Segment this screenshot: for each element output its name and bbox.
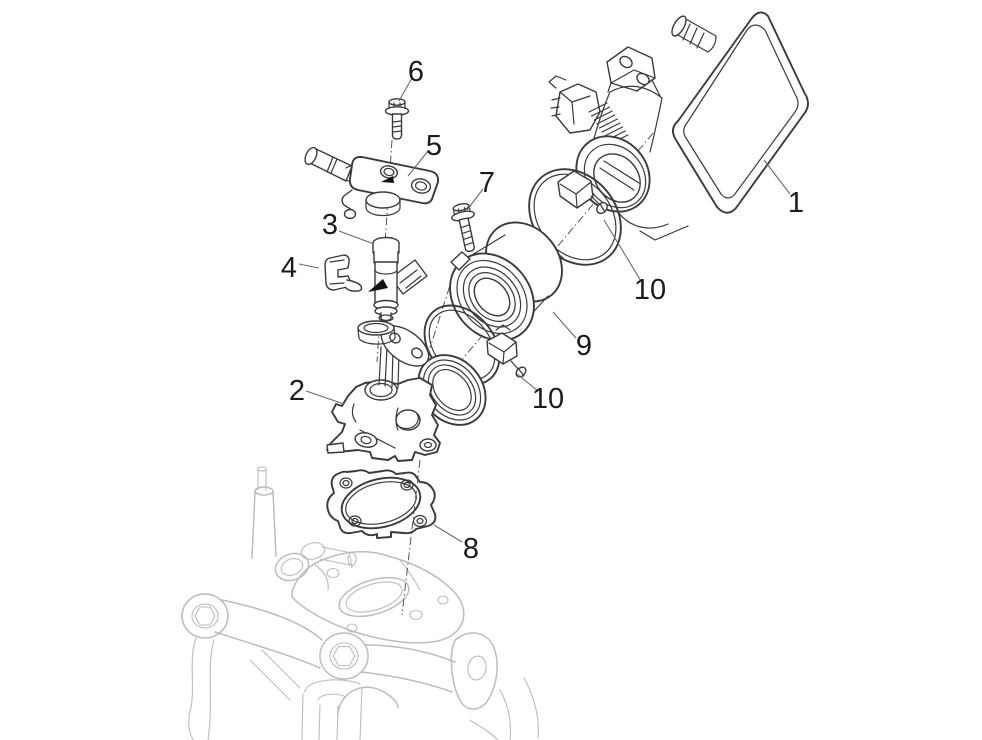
callout-6-label: 6 <box>408 56 424 88</box>
part-3-fuel-injector <box>368 236 428 322</box>
callout-9: 9 <box>552 311 592 362</box>
part-1-throttle-body <box>548 11 809 241</box>
callout-3-label: 3 <box>322 209 338 241</box>
engine-block-reference <box>181 466 539 740</box>
orientation-arrow <box>381 176 394 183</box>
part-2-intake-manifold <box>326 320 487 462</box>
callout-10-lower-label: 10 <box>532 383 564 415</box>
callout-4: 4 <box>281 252 320 284</box>
callout-7-label: 7 <box>479 167 495 199</box>
part-6-screw <box>384 98 410 140</box>
callout-5-label: 5 <box>426 130 442 162</box>
callout-10-lower: 10 <box>516 373 564 415</box>
orientation-arrow <box>368 279 388 292</box>
callout-2-label: 2 <box>289 375 305 407</box>
throttle-cover <box>672 11 809 214</box>
callout-8-label: 8 <box>463 533 479 565</box>
callout-2: 2 <box>289 375 345 407</box>
callout-1-label: 1 <box>788 187 804 219</box>
callout-1: 1 <box>763 159 804 219</box>
part-9-intake-joint <box>449 221 563 342</box>
callout-10-upper-label: 10 <box>634 274 666 306</box>
callout-8: 8 <box>433 524 479 565</box>
callout-3: 3 <box>322 209 375 245</box>
axis-gasket <box>401 459 421 616</box>
callout-6: 6 <box>398 56 424 102</box>
callout-4-label: 4 <box>281 252 297 284</box>
part-7-screw <box>451 202 475 253</box>
callouts: 1 2 3 4 5 6 7 8 <box>281 56 804 565</box>
callout-5: 5 <box>407 130 442 177</box>
callout-7: 7 <box>466 167 495 211</box>
part-4-injector-clip <box>324 254 363 292</box>
callout-10-upper: 10 <box>603 219 666 306</box>
part-8-gasket <box>326 469 437 539</box>
part-5-injector-support <box>304 146 440 220</box>
callout-9-label: 9 <box>576 330 592 362</box>
